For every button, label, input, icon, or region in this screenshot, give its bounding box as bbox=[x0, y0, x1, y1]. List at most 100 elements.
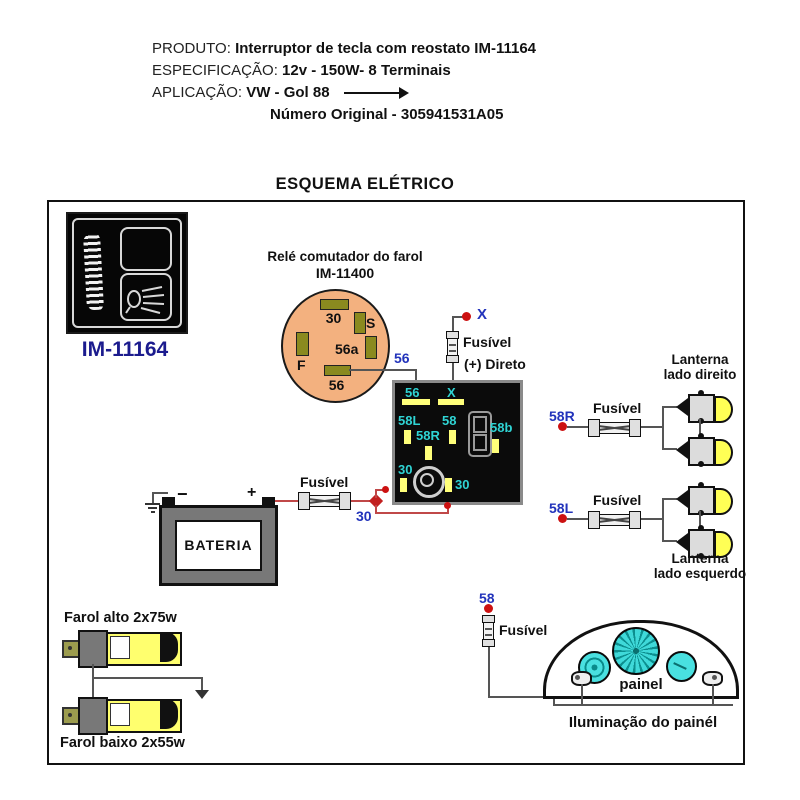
headlight-high-bulb bbox=[62, 628, 182, 668]
wire-58l-label: 58L bbox=[549, 500, 574, 516]
wire-56-drop bbox=[415, 369, 417, 381]
wire-58-label: 58 bbox=[479, 590, 495, 606]
switch-terminal-30-left-label: 30 bbox=[398, 462, 413, 477]
lamp-pin-bottom bbox=[698, 461, 704, 467]
fuse-58l-label: Fusível bbox=[593, 492, 642, 508]
lamp-bulb-icon bbox=[714, 396, 733, 423]
tail-lamp-right-1 bbox=[676, 390, 733, 424]
fuse-58l-cap-right bbox=[629, 511, 641, 529]
ground-wire-battery bbox=[152, 492, 168, 494]
wire-58l-a bbox=[567, 518, 588, 520]
fuse-58r-label: Fusível bbox=[593, 400, 642, 416]
bulb-socket bbox=[78, 630, 108, 668]
wire-58r-up bbox=[662, 406, 677, 408]
numero-original-value: Número Original - 305941531A05 bbox=[270, 106, 504, 123]
wire-x-top bbox=[452, 316, 466, 318]
bulb-socket bbox=[78, 697, 108, 735]
panel-caption: Iluminação do painél bbox=[568, 714, 718, 731]
battery-cell-window: BATERIA bbox=[175, 520, 262, 571]
battery-minus-label: − bbox=[177, 484, 188, 504]
junction-dot-58l bbox=[558, 514, 567, 523]
switch-terminal-58r-label: 58R bbox=[416, 428, 440, 443]
lamp-contact-icon bbox=[676, 490, 688, 508]
junction-dot-58r bbox=[558, 422, 567, 431]
fuse-x-tick bbox=[449, 344, 456, 346]
battery-terminal-pos bbox=[262, 497, 275, 506]
relay-code: IM-11400 bbox=[315, 265, 375, 281]
lanterna-left-line2: lado esquerdo bbox=[653, 566, 747, 581]
bulb-filament-window bbox=[110, 636, 130, 659]
headlight-low-bulb bbox=[62, 695, 182, 735]
ground-bar2 bbox=[148, 507, 157, 509]
wire-30-up bbox=[375, 489, 377, 498]
fuse-battery-cap-right bbox=[339, 492, 351, 510]
fuse-58 bbox=[482, 615, 495, 647]
switch-terminal-30a bbox=[400, 478, 407, 492]
lamp-pin-top bbox=[698, 433, 704, 439]
relay-terminal-30 bbox=[320, 299, 349, 310]
produto-value: Interruptor de tecla com reostato IM-111… bbox=[235, 40, 537, 57]
wire-headlights-ground-stub bbox=[201, 677, 203, 690]
wire-58-join bbox=[553, 696, 555, 706]
wire-56-label: 56 bbox=[394, 350, 410, 366]
battery-terminal-neg bbox=[162, 497, 175, 506]
bulb-filament-window bbox=[110, 703, 130, 726]
icon-inner-border bbox=[72, 218, 182, 328]
fuse-58-cap-top bbox=[482, 615, 495, 623]
bulb-tip bbox=[160, 632, 178, 662]
switch-terminal-30b bbox=[445, 478, 452, 492]
wire-58r-a bbox=[567, 426, 588, 428]
lamp-pin-bottom bbox=[698, 510, 704, 516]
wire-58l-b bbox=[641, 518, 663, 520]
relay-terminal-56a bbox=[365, 336, 377, 359]
battery-plus-label: + bbox=[247, 484, 257, 501]
wire-58l-down bbox=[662, 540, 677, 542]
panel-bracket bbox=[553, 704, 733, 706]
lanterna-left-line1: Lanterna bbox=[671, 551, 729, 566]
switch-terminal-58b-label: 58b bbox=[490, 420, 513, 435]
wire-x-vert1 bbox=[452, 317, 454, 332]
battery-body: BATERIA bbox=[159, 505, 278, 586]
tail-lamp-left-2 bbox=[676, 525, 733, 559]
wire-56 bbox=[349, 369, 417, 371]
especificacao-label: ESPECIFICAÇÃO: bbox=[152, 62, 278, 79]
product-header: PRODUTO: Interruptor de tecla com reosta… bbox=[152, 38, 712, 126]
junction-dot-58 bbox=[484, 604, 493, 613]
relay-terminal-56 bbox=[324, 365, 351, 376]
ground-bar3 bbox=[151, 511, 155, 513]
ground-bar1 bbox=[145, 503, 160, 505]
switch-terminal-x-label: X bbox=[447, 385, 456, 400]
junction-dot-30-upper bbox=[382, 486, 389, 493]
farol-alto-label: Farol alto 2x75w bbox=[64, 610, 177, 626]
lamp-pin-bottom bbox=[698, 553, 704, 559]
wire-headlights-vert bbox=[92, 664, 94, 700]
wire-58l-branch bbox=[662, 498, 664, 542]
especificacao-value: 12v - 150W- 8 Terminais bbox=[282, 62, 451, 79]
farol-baixo-label: Farol baixo 2x55w bbox=[60, 735, 185, 751]
lamp-contact-icon bbox=[676, 398, 688, 416]
header-line-aplicacao: APLICAÇÃO: VW - Gol 88 bbox=[152, 82, 712, 104]
fuse-x-cap-bottom bbox=[446, 355, 459, 363]
direto-label: (+) Direto bbox=[464, 356, 526, 372]
ground-icon-battery bbox=[141, 503, 165, 515]
lamp-pin-top bbox=[698, 525, 704, 531]
gauge-center-icon bbox=[612, 627, 660, 675]
relay-terminal-s-label: S bbox=[366, 315, 376, 331]
schematic-frame bbox=[47, 200, 745, 765]
fuse-58l-cap-left bbox=[588, 511, 600, 529]
relay-terminal-56-label: 56 bbox=[328, 377, 345, 393]
switch-terminal-58l-label: 58L bbox=[398, 413, 421, 428]
switch-product-icon bbox=[66, 212, 188, 334]
wire-x-label: X bbox=[477, 306, 488, 323]
wire-30-label: 30 bbox=[356, 508, 372, 524]
rocker-cell-top bbox=[473, 416, 487, 433]
switch-terminal-30-right-label: 30 bbox=[455, 477, 470, 492]
junction-dot-30-lower bbox=[444, 502, 451, 509]
product-code-label: IM-11164 bbox=[81, 338, 169, 361]
lamp-bulb-icon bbox=[714, 439, 733, 466]
header-line-especificacao: ESPECIFICAÇÃO: 12v - 150W- 8 Terminais bbox=[152, 60, 712, 82]
wire-30-up-h bbox=[375, 489, 385, 491]
relay-terminal-30-label: 30 bbox=[325, 310, 342, 326]
panel-bulb-right-base bbox=[712, 675, 717, 680]
